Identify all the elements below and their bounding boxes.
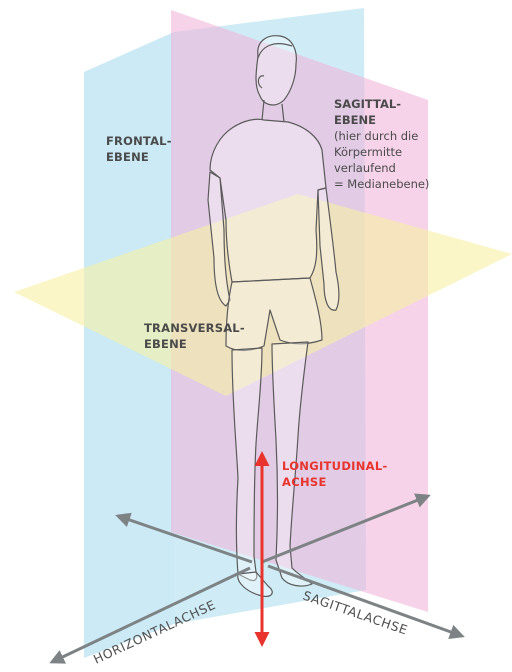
sagittal-note-line-1: (hier durch die [334, 128, 429, 144]
sagittal-plane-label: SAGITTAL- EBENE (hier durch die Körpermi… [334, 96, 429, 192]
longitudinal-label-line-1: LONGITUDINAL- [282, 458, 388, 474]
sagittal-label-line-2: EBENE [334, 112, 429, 128]
frontal-label-line-1: FRONTAL- [106, 133, 172, 149]
longitudinal-label-line-2: ACHSE [282, 474, 388, 490]
transversal-label-line-1: TRANSVERSAL- [144, 320, 245, 336]
transversal-label-line-2: EBENE [144, 336, 245, 352]
frontal-label-line-2: EBENE [106, 149, 172, 165]
transversal-plane-label: TRANSVERSAL- EBENE [144, 320, 245, 352]
sagittal-note-line-4: = Medianebene) [334, 176, 429, 192]
frontal-plane-label: FRONTAL- EBENE [106, 133, 172, 165]
sagittal-note-line-3: verlaufend [334, 160, 429, 176]
sagittal-label-line-1: SAGITTAL- [334, 96, 429, 112]
longitudinal-axis-label: LONGITUDINAL- ACHSE [282, 458, 388, 490]
sagittal-note-line-2: Körpermitte [334, 144, 429, 160]
